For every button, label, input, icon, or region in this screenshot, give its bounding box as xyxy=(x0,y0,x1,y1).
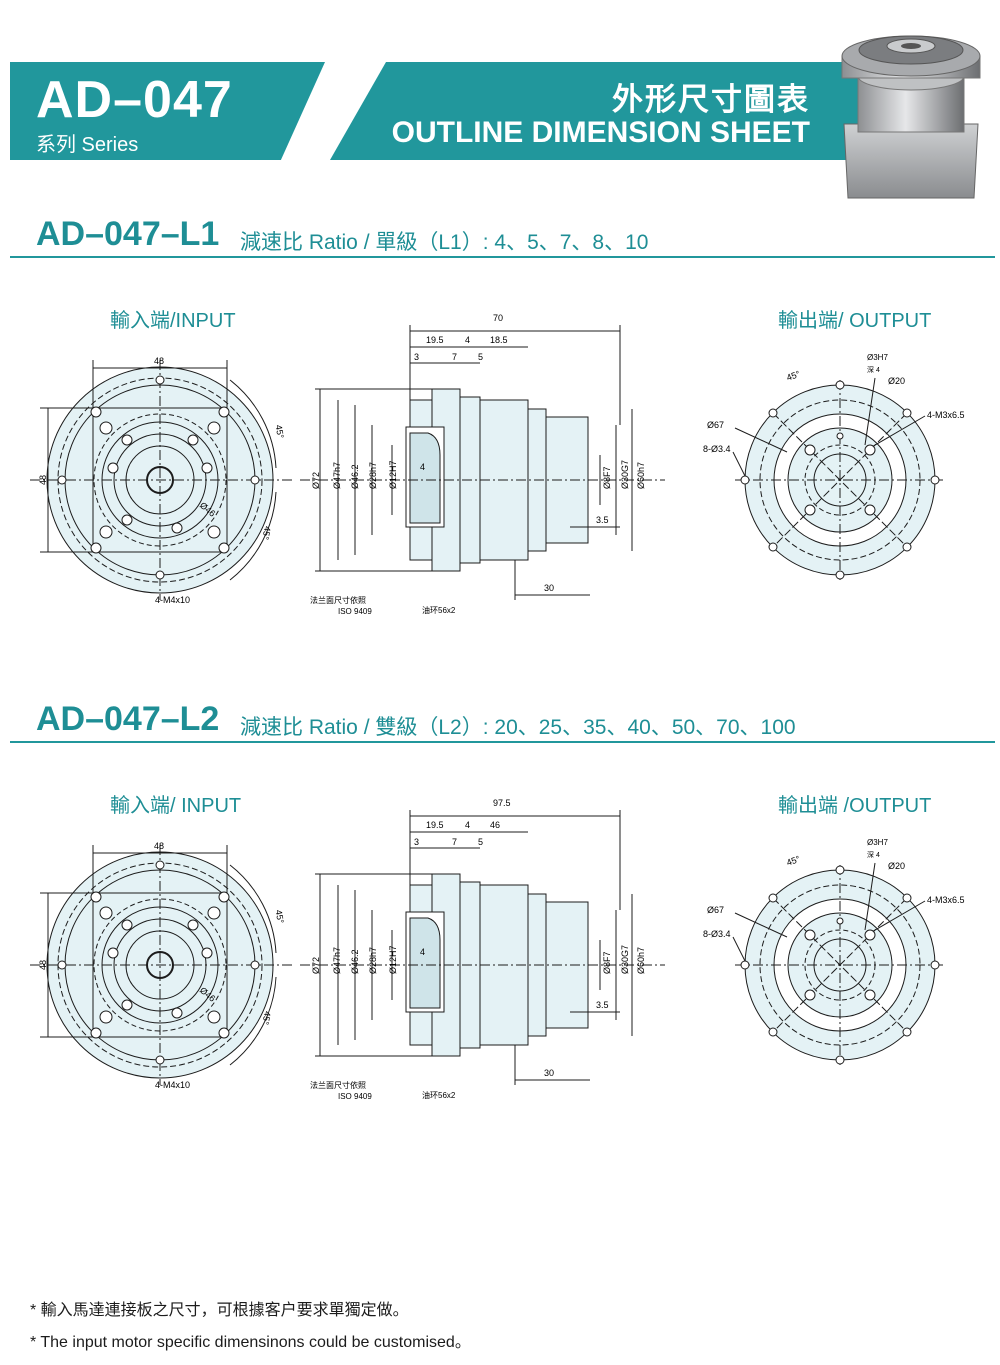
dim-d48_side: 48 xyxy=(38,475,48,485)
dim-o67: Ø67 xyxy=(707,420,724,430)
output-label: 輸出端 /OUTPUT xyxy=(778,795,932,817)
dim-d28: Ø28h7 xyxy=(368,947,378,974)
dim-d3_5: 3.5 xyxy=(596,515,609,525)
dim-d30: Ø30G7 xyxy=(620,945,630,974)
flange-note: 法兰面尺寸依照 xyxy=(310,1080,366,1090)
dim-d46_2: Ø46.2 xyxy=(350,949,360,974)
dim-d45a: 45° xyxy=(274,909,286,925)
dim-odeep: 深 4 xyxy=(867,850,880,859)
section-model: AD–047–L1 xyxy=(36,215,220,253)
dim-d46_2: Ø46.2 xyxy=(350,464,360,489)
header-banner-right xyxy=(330,62,890,160)
dim-o67: Ø67 xyxy=(707,905,724,915)
dim-d4: 4 xyxy=(465,820,470,830)
series-label: 系列 Series xyxy=(36,134,139,156)
output-view-drawing: 45° Ø3H7 深 4 Ø20 4-M3x6.5 Ø67 8-Ø3.4 xyxy=(703,838,965,1065)
section-ratio: 減速比 Ratio / 雙級（L2）: 20、25、35、40、50、70、10… xyxy=(240,716,796,739)
section-ratio: 減速比 Ratio / 單級（L1）: 4、5、7、8、10 xyxy=(240,231,649,254)
dim-d47: Ø47h7 xyxy=(332,462,342,489)
dim-m4: 4-M4x10 xyxy=(155,595,190,605)
footnote-en: * The input motor specific dimensinons c… xyxy=(30,1334,471,1351)
dim-d8: Ø8F7 xyxy=(602,466,612,489)
dim-d4: 4 xyxy=(465,335,470,345)
output-label: 輸出端/ OUTPUT xyxy=(778,310,932,332)
sheet-title-en: OUTLINE DIMENSION SHEET xyxy=(391,116,810,149)
dim-om3: 4-M3x6.5 xyxy=(927,895,965,905)
sheet-title-zh: 外形尺寸圖表 xyxy=(612,82,810,117)
dim-d48_side: 48 xyxy=(38,960,48,970)
section-divider xyxy=(10,256,995,258)
dim-d4b: 4 xyxy=(420,947,425,957)
dim-d3_5: 3.5 xyxy=(596,1000,609,1010)
dim-d19_5: 19.5 xyxy=(426,335,444,345)
dim-d8: Ø8F7 xyxy=(602,951,612,974)
dim-d30: Ø30G7 xyxy=(620,460,630,489)
dim-o20: Ø20 xyxy=(888,376,905,386)
side-view-drawing: 70 19.5 4 18.5 3 7 5 Ø72 Ø47h7 Ø46.2 Ø28h7 Ø… xyxy=(300,313,665,616)
dim-d4b: 4 xyxy=(420,462,425,472)
dim-d72: Ø72 xyxy=(311,472,321,489)
header-banner-left xyxy=(10,62,325,160)
dim-d48_top: 48 xyxy=(154,356,164,366)
dim-d45b: 45° xyxy=(260,1010,272,1026)
side-view-drawing: 97.5 19.5 4 46 3 7 5 Ø72 Ø47h7 Ø46.2 Ø28h7 Ø… xyxy=(300,798,665,1101)
flange-note: 法兰面尺寸依照 xyxy=(310,595,366,605)
dim-d48_top: 48 xyxy=(154,841,164,851)
footnote-zh: * 輸入馬達連接板之尺寸，可根據客户要求單獨定做。 xyxy=(30,1302,409,1319)
dim-d3: 3 xyxy=(414,837,419,847)
dim-d47: Ø47h7 xyxy=(332,947,342,974)
oring-note: 油环56x2 xyxy=(422,1090,456,1100)
dim-d5: 5 xyxy=(478,837,483,847)
dim-d7: 7 xyxy=(452,352,457,362)
dim-d45b: 45° xyxy=(260,525,272,541)
dim-d12: Ø12H7 xyxy=(388,945,398,974)
input-label: 輸入端/ INPUT xyxy=(110,795,242,817)
dim-d12: Ø12H7 xyxy=(388,460,398,489)
dim-d45a: 45° xyxy=(274,424,286,440)
input-view-drawing: 48 48 45° 45° Ø46 4-M4x10 xyxy=(30,356,292,605)
dim-d70: 97.5 xyxy=(493,798,511,808)
iso-note: ISO 9409 xyxy=(338,1092,372,1101)
dim-m4: 4-M4x10 xyxy=(155,1080,190,1090)
dim-o45: 45° xyxy=(785,369,802,383)
input-label: 輸入端/INPUT xyxy=(110,310,236,332)
dim-o8: 8-Ø3.4 xyxy=(703,929,731,939)
input-view-drawing: 48 48 45° 45° Ø46 4-M4x10 xyxy=(30,841,292,1090)
dim-o3h7: Ø3H7 xyxy=(867,838,888,847)
model-title: AD–047 xyxy=(36,71,233,129)
gearbox-product-image xyxy=(841,35,981,199)
iso-note: ISO 9409 xyxy=(338,607,372,616)
section-model: AD–047–L2 xyxy=(36,700,220,738)
dim-o3h7: Ø3H7 xyxy=(867,353,888,362)
dim-odeep: 深 4 xyxy=(867,365,880,374)
output-view-drawing: 45° Ø3H7 深 4 Ø20 4-M3x6.5 Ø67 8-Ø3.4 xyxy=(703,353,965,580)
dim-d30b: 30 xyxy=(544,1068,554,1078)
dim-d5: 5 xyxy=(478,352,483,362)
dim-d28: Ø28h7 xyxy=(368,462,378,489)
dim-d60: Ø60h7 xyxy=(636,947,646,974)
dim-om3: 4-M3x6.5 xyxy=(927,410,965,420)
dim-d7: 7 xyxy=(452,837,457,847)
dim-d72: Ø72 xyxy=(311,957,321,974)
oring-note: 油环56x2 xyxy=(422,605,456,615)
dim-d18_5: 46 xyxy=(490,820,500,830)
dim-d70: 70 xyxy=(493,313,503,323)
dim-d3: 3 xyxy=(414,352,419,362)
section-divider xyxy=(10,741,995,743)
dim-d30b: 30 xyxy=(544,583,554,593)
dim-o8: 8-Ø3.4 xyxy=(703,444,731,454)
dim-o20: Ø20 xyxy=(888,861,905,871)
dim-d18_5: 18.5 xyxy=(490,335,508,345)
dim-d60: Ø60h7 xyxy=(636,462,646,489)
dim-o45: 45° xyxy=(785,854,802,868)
dim-d19_5: 19.5 xyxy=(426,820,444,830)
